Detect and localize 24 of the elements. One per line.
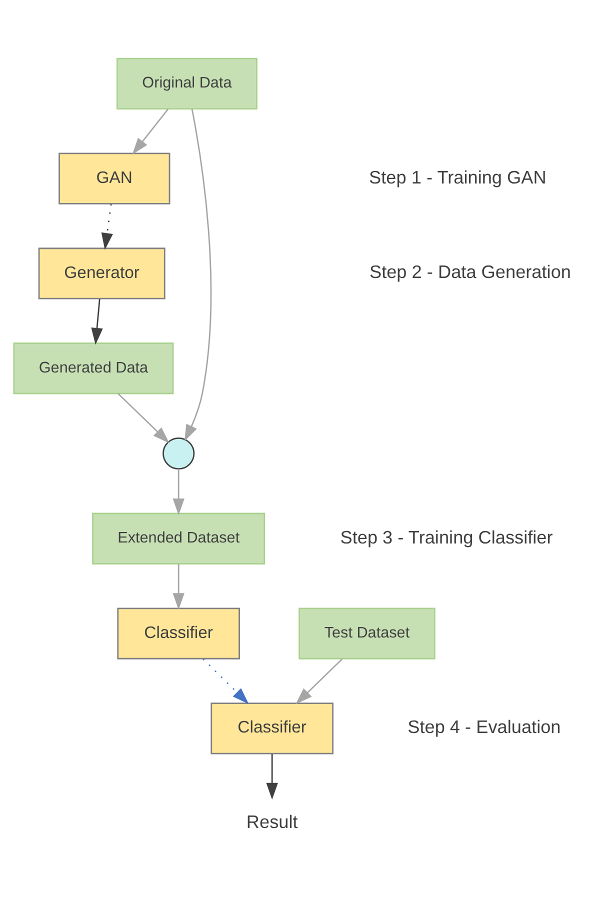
label: Step 4 - Evaluation (408, 717, 561, 738)
node-box: Classifier (210, 702, 334, 754)
arrow (202, 658, 249, 704)
label: Step 2 - Data Generation (369, 262, 572, 282)
node-text: Result (246, 812, 298, 832)
arrow (184, 108, 212, 442)
node-box: Test Dataset (298, 608, 436, 660)
node-box: Generator (38, 248, 166, 300)
label: Step 1 - Training GAN (369, 167, 546, 188)
node-box: Original Data (116, 58, 258, 110)
node-box: Generated Data (13, 342, 174, 394)
node-circle (162, 437, 195, 470)
label: Step 3 - Training Classifier (340, 527, 553, 548)
arrow (296, 658, 343, 704)
node-box: GAN (58, 152, 170, 204)
arrow (91, 299, 103, 345)
arrow (101, 204, 113, 250)
arrow (172, 468, 184, 516)
arrow (132, 108, 168, 154)
node-box: Classifier (117, 608, 240, 660)
arrow (172, 564, 184, 610)
arrow (118, 393, 170, 444)
arrow (266, 754, 278, 800)
node-box: Extended Dataset (92, 512, 266, 564)
